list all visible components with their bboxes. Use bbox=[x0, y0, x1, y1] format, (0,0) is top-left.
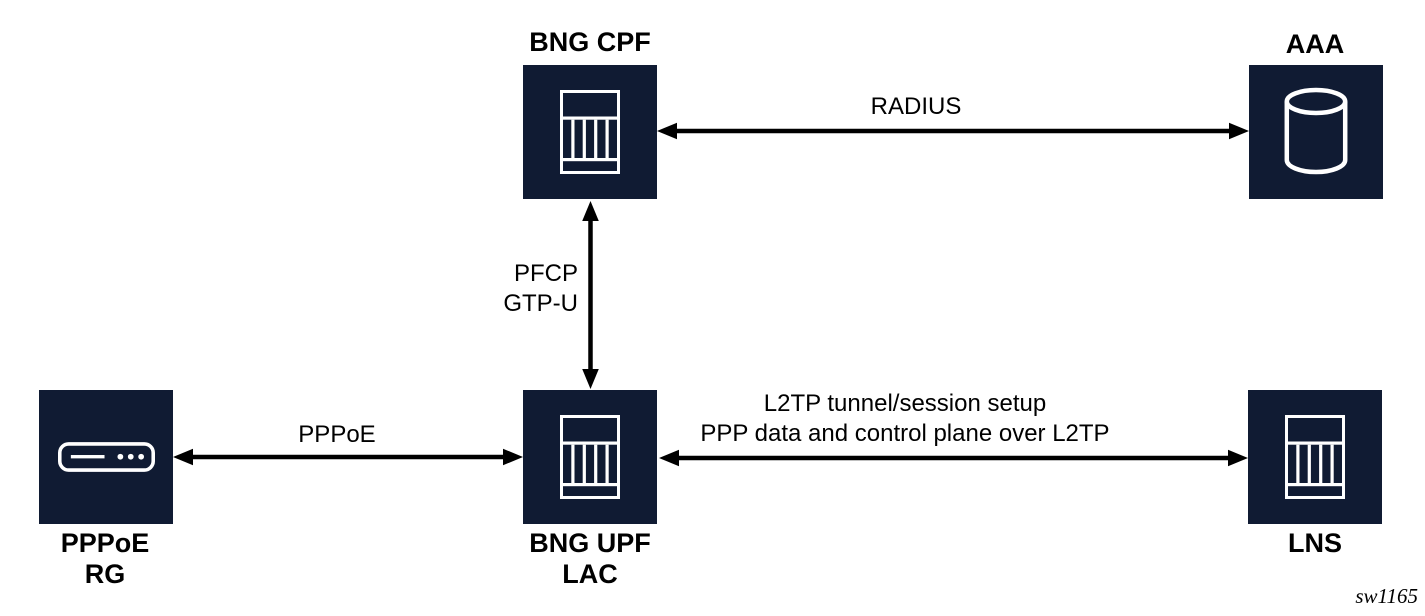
chassis-icon bbox=[1285, 415, 1345, 499]
bng-upf-lac-node bbox=[523, 390, 657, 524]
pfcp-gtpu-arrow bbox=[582, 201, 599, 389]
bng-upf-lac-label-line1: BNG UPF bbox=[529, 528, 651, 558]
pppoe-rg-label-line2: RG bbox=[84, 559, 126, 589]
aaa-label: AAA bbox=[1285, 29, 1345, 59]
bng-cpf-label: BNG CPF bbox=[529, 27, 651, 57]
radius-link-label: RADIUS bbox=[870, 93, 962, 120]
l2tp-label-line2: PPP data and control plane over L2TP bbox=[700, 420, 1110, 447]
pppoe-arrow bbox=[173, 448, 523, 466]
pfcp-gtpu-link-label: PFCP GTP-U bbox=[430, 259, 578, 319]
aaa-node bbox=[1249, 65, 1383, 199]
pppoe-rg-label-line1: PPPoE bbox=[60, 528, 150, 558]
chassis-icon bbox=[560, 415, 620, 499]
lns-node bbox=[1248, 390, 1382, 524]
l2tp-label-line1: L2TP tunnel/session setup bbox=[763, 390, 1047, 417]
pppoe-rg-label: PPPoE RG bbox=[5, 528, 205, 590]
pppoe-link-label: PPPoE bbox=[298, 421, 376, 448]
l2tp-link-label: L2TP tunnel/session setup PPP data and c… bbox=[605, 389, 1205, 449]
figure-id-watermark: sw1165 bbox=[1355, 584, 1418, 608]
radius-arrow bbox=[657, 122, 1249, 140]
pppoe-rg-node bbox=[39, 390, 173, 524]
database-icon bbox=[1284, 87, 1348, 175]
chassis-icon bbox=[560, 90, 620, 174]
bng-cpf-node bbox=[523, 65, 657, 199]
bng-upf-lac-label: BNG UPF LAC bbox=[490, 528, 690, 590]
lns-label: LNS bbox=[1288, 528, 1342, 558]
l2tp-arrow bbox=[659, 449, 1248, 467]
bng-upf-lac-label-line2: LAC bbox=[562, 559, 618, 589]
pfcp-label-line: PFCP bbox=[513, 260, 578, 287]
gtpu-label-line: GTP-U bbox=[503, 290, 578, 317]
modem-icon bbox=[57, 442, 155, 472]
